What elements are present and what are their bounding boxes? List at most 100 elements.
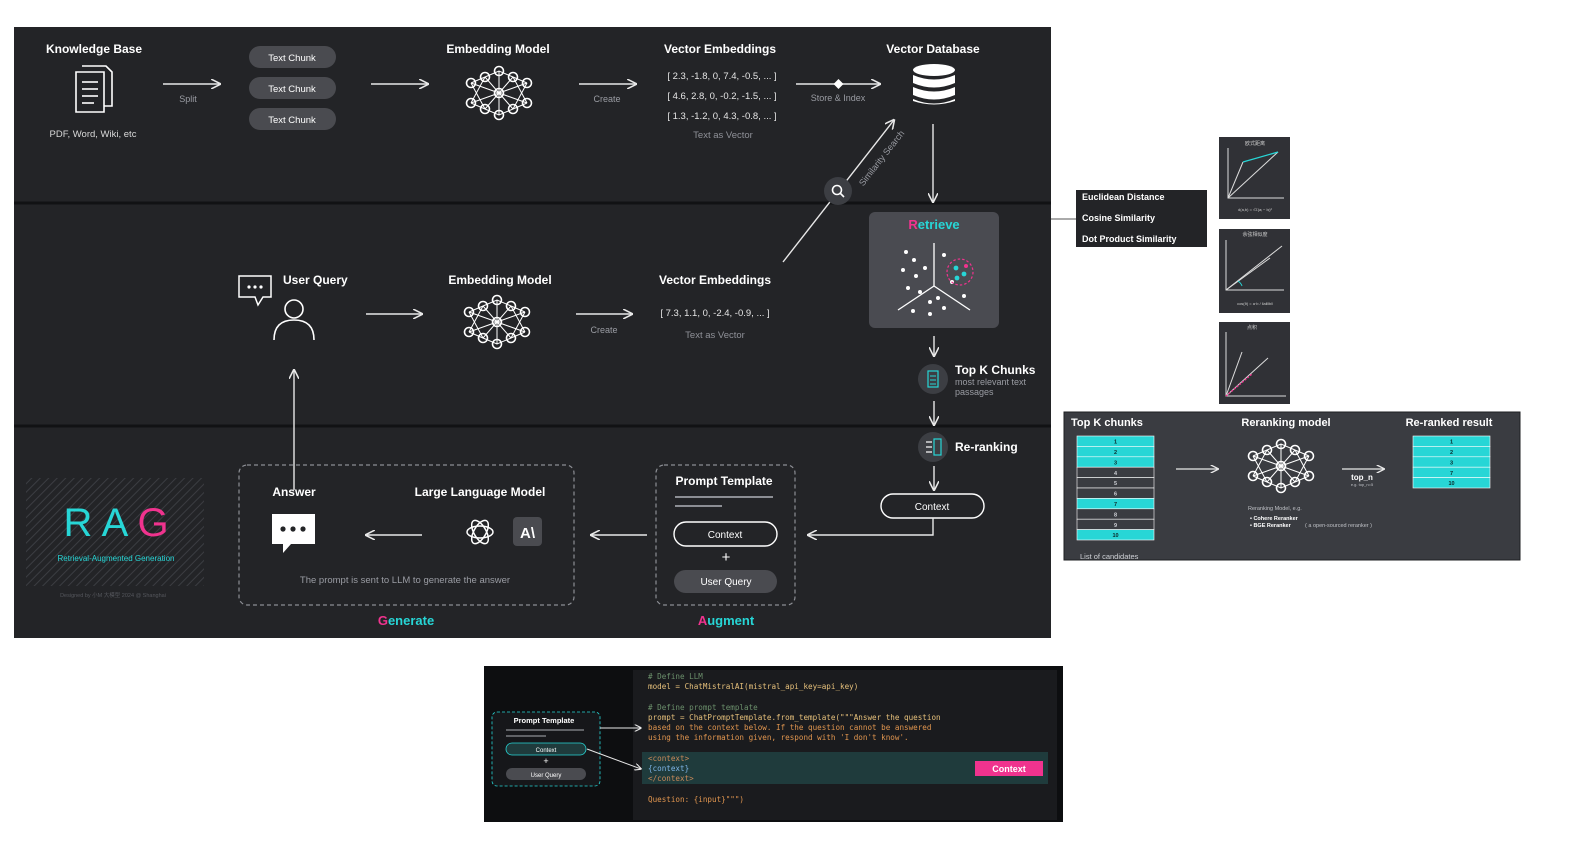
candidate-label: 7 [1114, 502, 1117, 508]
user-icon [273, 299, 315, 341]
top-n-label: top_n [1351, 473, 1373, 482]
code-overlay: Prompt Template Context + User Query Con… [491, 672, 1048, 804]
svg-text:A\: A\ [520, 525, 536, 542]
augment-label-initial: A [698, 613, 708, 628]
list-of-candidates: List of candidates [1080, 552, 1139, 561]
context-badge-label: Context [992, 764, 1026, 774]
text-chunk-1: Text Chunk [268, 53, 316, 64]
context-badge [975, 761, 1043, 776]
rerank-bullet-2-note: ( a open-sourced reranker ) [1305, 523, 1372, 529]
cosine-thumb-title: 余弦相似度 [1242, 231, 1267, 238]
vector-embeddings-title-2: Vector Embeddings [659, 273, 771, 287]
code-line-4: using the information given, respond wit… [648, 733, 909, 742]
similarity-dot: Dot Product Similarity [1082, 234, 1177, 244]
context-label-augment: Context [708, 530, 743, 541]
candidate-label: 4 [1114, 471, 1118, 477]
rag-subtitle: Retrieval-Augmented Generation [58, 554, 175, 563]
candidate-label: 1 [1114, 440, 1117, 446]
text-chunk-pill-2 [249, 77, 336, 99]
candidate-row [1076, 529, 1155, 541]
vector-row-2: [ 4.6, 2.8, 0, -0.2, -1.5, ... ] [667, 91, 776, 102]
mini-query-pill [506, 768, 586, 780]
openai-icon [466, 519, 494, 545]
augment-box [655, 464, 796, 606]
embedding-model-title-1: Embedding Model [446, 42, 549, 56]
reranked-label: 2 [1450, 450, 1453, 456]
chunks-icon [918, 364, 948, 394]
euclidean-thumb-title: 欧式距离 [1245, 140, 1265, 147]
llm-title: Large Language Model [415, 485, 546, 499]
code-line-3: based on the context below. If the quest… [648, 723, 931, 732]
similarity-euclidean: Euclidean Distance [1082, 192, 1165, 202]
split-label: Split [179, 94, 197, 104]
augment-label-rest: ugment [707, 613, 755, 628]
create-label-2: Create [590, 325, 617, 335]
mini-plus: + [543, 756, 548, 766]
plus-sign: + [722, 549, 731, 566]
context-label-retrieve: Context [915, 502, 950, 513]
candidate-label: 2 [1114, 450, 1117, 456]
reranked-row [1412, 477, 1491, 489]
knowledge-base-title: Knowledge Base [46, 42, 142, 56]
user-query-label-augment: User Query [700, 577, 751, 588]
dot-thumb-title: 点积 [1247, 324, 1257, 331]
vector-space-icon [897, 243, 974, 316]
anthropic-icon [513, 517, 542, 546]
query-vector: [ 7.3, 1.1, 0, -2.4, -0.9, ... ] [660, 308, 769, 319]
text-chunk-pill-1 [249, 46, 336, 68]
augment-label: Augment [698, 613, 755, 628]
reranked-label: 7 [1450, 471, 1453, 477]
rerank-model-note: Reranking Model, e.g. [1248, 506, 1302, 512]
reranking-title: Re-ranking [955, 440, 1018, 454]
candidate-label: 3 [1114, 460, 1117, 466]
generate-note: The prompt is sent to LLM to generate th… [300, 575, 510, 586]
create-label-1: Create [593, 94, 620, 104]
store-index-label: Store & Index [811, 93, 866, 103]
generate-box [238, 464, 575, 606]
rag-letter-r: R [64, 501, 93, 545]
code-question: Question: {input}""") [648, 795, 744, 804]
vector-row-3: [ 1.3, -1.2, 0, 4.3, -0.8, ... ] [667, 111, 776, 122]
top-n-sub: e.g. top_n=5 [1351, 482, 1374, 487]
search-icon [824, 177, 852, 205]
rag-logo [26, 478, 204, 586]
rag-letter-g: G [137, 501, 168, 545]
code-line-1: model = ChatMistralAI(mistral_api_key=ap… [648, 682, 858, 691]
reranked-label: 10 [1448, 481, 1454, 487]
user-query-pill [674, 570, 777, 593]
reranked-label: 3 [1450, 460, 1453, 466]
rag-letter-a: A [102, 501, 129, 545]
text-as-vector-2: Text as Vector [685, 330, 745, 341]
cosine-formula: cos(θ) = a·b / ‖a‖‖b‖ [1237, 301, 1273, 306]
mini-query-label: User Query [531, 773, 562, 779]
top-k-sub-2: passages [955, 387, 994, 397]
candidate-label: 8 [1114, 512, 1117, 518]
prompt-template-title: Prompt Template [675, 474, 772, 488]
vector-database-title: Vector Database [886, 42, 980, 56]
mini-context-pill [505, 742, 587, 756]
database-icon [913, 64, 955, 105]
chat-bubble-icon [238, 275, 272, 307]
reranking-icon [918, 432, 948, 462]
code-editor [633, 670, 1057, 820]
generate-label-rest: enerate [388, 613, 434, 628]
mini-prompt-title: Prompt Template [514, 716, 575, 725]
rerank-bullet-2: • BGE Reranker [1250, 523, 1292, 529]
generate-label-initial: G [378, 613, 388, 628]
candidate-label: 5 [1114, 481, 1117, 487]
top-k-title: Top K Chunks [955, 363, 1036, 377]
euclidean-thumb [1219, 137, 1290, 219]
document-icon [75, 65, 113, 113]
answer-bubble-icon [272, 514, 315, 553]
code-ctx-3: </context> [648, 774, 694, 783]
similarity-cosine: Cosine Similarity [1082, 213, 1155, 223]
vector-embeddings-title-1: Vector Embeddings [664, 42, 776, 56]
candidate-label: 6 [1114, 492, 1117, 498]
candidate-label: 10 [1112, 533, 1118, 539]
similarity-list [1076, 190, 1207, 247]
rerank-col3-title: Re-ranked result [1406, 417, 1493, 429]
code-ctx-1: <context> [648, 754, 690, 763]
